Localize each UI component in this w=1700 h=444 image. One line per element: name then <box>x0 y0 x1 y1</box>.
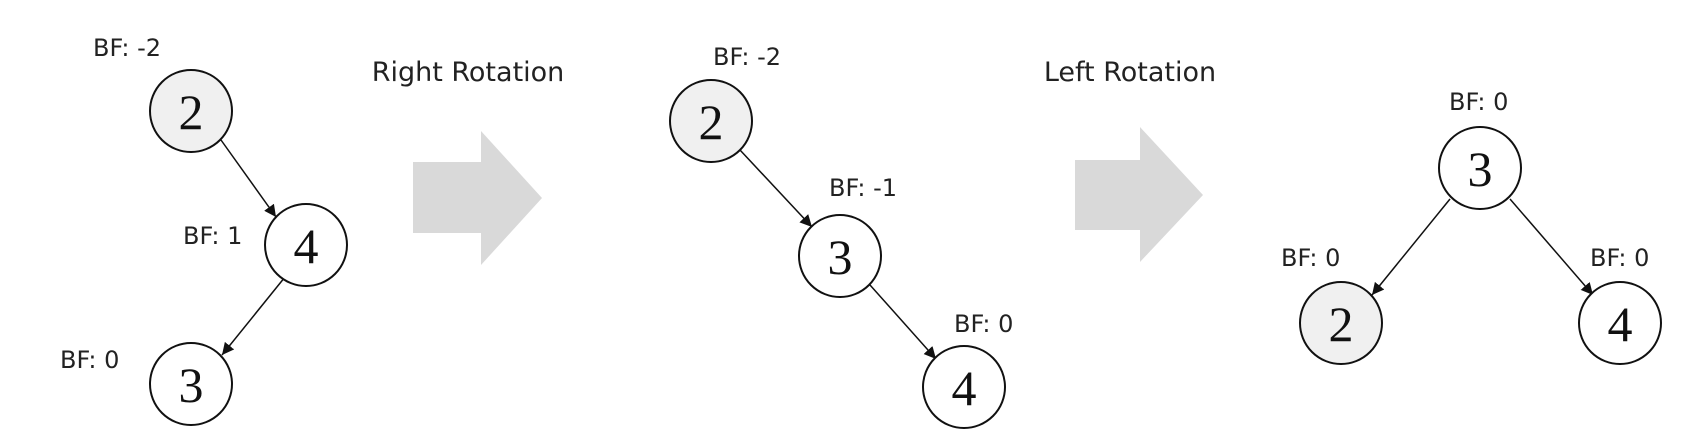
tree-middle-node-4-circle <box>922 345 1006 429</box>
tree-before-bf-node-4: BF: 1 <box>183 222 242 250</box>
tree-after-node-2-value: 2 <box>1329 296 1354 352</box>
tree-middle-node-4-value: 4 <box>952 360 977 416</box>
tree-before-node-3-value: 3 <box>179 357 204 413</box>
tree-middle-edge-3-4 <box>869 284 937 360</box>
tree-middle-bf-node-3: BF: -1 <box>829 174 897 202</box>
tree-before-node-4-value: 4 <box>294 218 319 274</box>
tree-after-node-2-circle <box>1299 281 1383 365</box>
tree-middle-bf-node-4: BF: 0 <box>954 310 1013 338</box>
tree-after-node-3-circle <box>1438 126 1522 210</box>
tree-before-node-2-circle <box>149 69 233 153</box>
tree-middle-bf-node-2: BF: -2 <box>713 43 781 71</box>
tree-after-node-3-value: 3 <box>1468 141 1493 197</box>
tree-before-edge-2-4 <box>220 139 277 218</box>
tree-after-edge-3-4 <box>1509 198 1594 296</box>
right-rotation-arrow-icon <box>413 131 542 265</box>
tree-before-node-4-circle <box>264 203 348 287</box>
tree-after-bf-node-4: BF: 0 <box>1590 244 1649 272</box>
tree-after: BF: 0 3 BF: 0 2 BF: 0 4 <box>1281 88 1662 365</box>
tree-middle-node-3-circle <box>798 214 882 298</box>
tree-middle: BF: -2 2 BF: -1 3 BF: 0 4 <box>669 43 1013 429</box>
tree-middle-node-2-circle <box>669 79 753 163</box>
tree-after-bf-node-3: BF: 0 <box>1449 88 1508 116</box>
step-label-right-rotation: Right Rotation <box>372 57 565 88</box>
tree-before-bf-node-3: BF: 0 <box>60 346 119 374</box>
tree-before-node-3-circle <box>149 342 233 426</box>
left-rotation-arrow-icon <box>1075 127 1203 262</box>
tree-middle-node-2-value: 2 <box>699 94 724 150</box>
tree-middle-node-3-value: 3 <box>828 229 853 285</box>
tree-before-node-2-value: 2 <box>179 84 204 140</box>
tree-after-node-4-circle <box>1578 281 1662 365</box>
tree-before: BF: -2 2 BF: 1 4 BF: 0 3 <box>60 34 348 426</box>
tree-after-bf-node-2: BF: 0 <box>1281 244 1340 272</box>
tree-before-edge-4-3 <box>221 276 286 356</box>
tree-after-edge-3-2 <box>1371 198 1451 296</box>
tree-middle-edge-2-3 <box>739 149 813 228</box>
step-label-left-rotation: Left Rotation <box>1044 57 1216 88</box>
tree-before-bf-node-2: BF: -2 <box>93 34 161 62</box>
tree-after-node-4-value: 4 <box>1608 296 1633 352</box>
